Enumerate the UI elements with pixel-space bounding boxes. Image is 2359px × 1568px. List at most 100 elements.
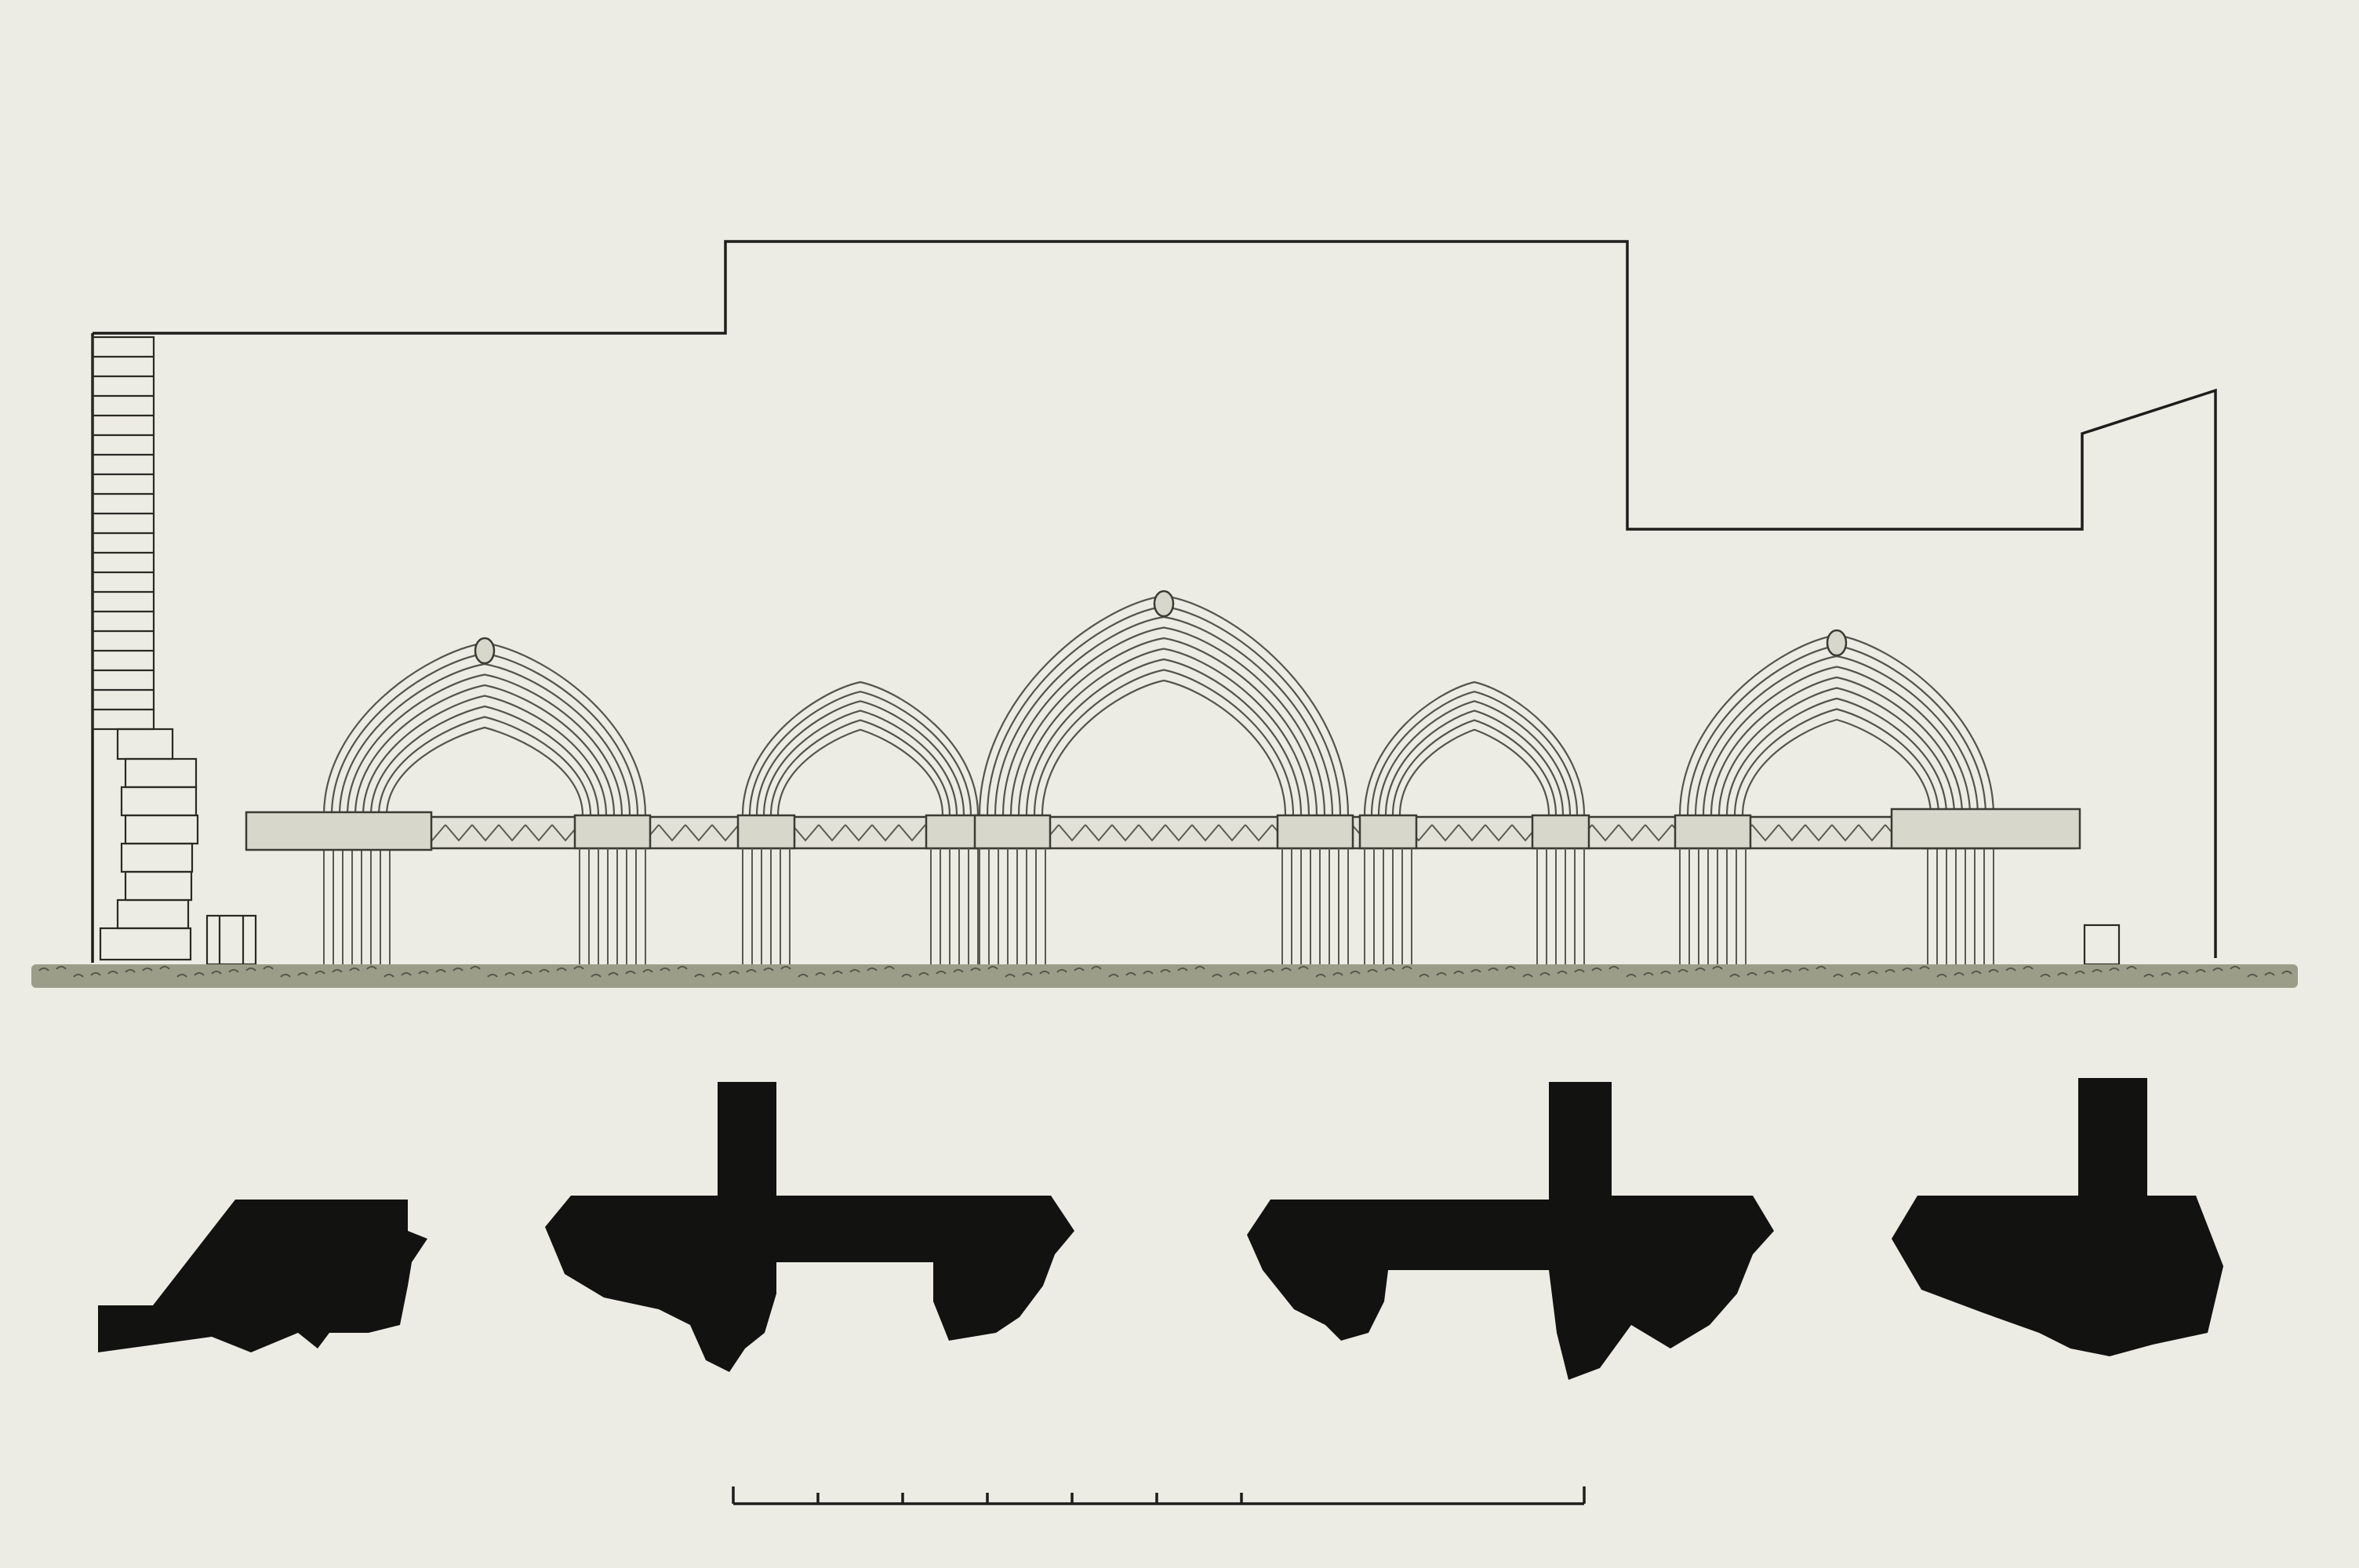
ground-band [31, 964, 2298, 988]
archivolt [1717, 687, 1956, 816]
ground-mark [918, 972, 929, 976]
ground-mark [1833, 974, 1844, 978]
archivolt [748, 691, 972, 816]
capital [1358, 814, 1418, 850]
right-jamb [1531, 814, 1590, 964]
ground-mark [711, 972, 722, 976]
ground-mark [1919, 966, 1930, 970]
ground-mark [280, 974, 291, 978]
arch-2-small [736, 681, 984, 964]
chevron [1591, 824, 1619, 842]
ground-mark [1315, 974, 1326, 978]
ground-mark [1902, 967, 1913, 971]
masonry-block [116, 898, 190, 930]
scale-bar [732, 1486, 1586, 1505]
ground-mark [1177, 967, 1188, 971]
ground-mark [2040, 974, 2051, 978]
archivolt [755, 700, 965, 816]
ground-mark [763, 967, 774, 971]
ground-mark [815, 972, 826, 976]
archivolt [1025, 658, 1303, 816]
ground-mark [2212, 967, 2223, 971]
chevron [871, 824, 900, 842]
ground-mark [1488, 967, 1499, 971]
ground-mark [867, 967, 878, 971]
masonry-block [124, 870, 193, 902]
ground-mark [1729, 974, 1740, 978]
ground-mark [1850, 972, 1861, 976]
ground-mark [142, 967, 153, 971]
capital [925, 814, 984, 850]
ground-mark [625, 971, 636, 975]
frieze-band [246, 815, 2077, 850]
plan-section [98, 1078, 2223, 1380]
archivolt [776, 728, 944, 816]
ground-mark [1712, 966, 1723, 970]
ground-mark [608, 972, 619, 976]
ground-mark [1074, 967, 1085, 971]
ground-mark [1125, 972, 1136, 976]
archivolt [369, 705, 600, 816]
ground-mark [487, 974, 498, 978]
archivolt [1725, 697, 1948, 816]
ground-mark [849, 969, 860, 973]
chevron [1111, 824, 1140, 842]
ground-mark [1522, 974, 1533, 978]
chevron [498, 824, 526, 842]
ground-mark [1332, 972, 1343, 976]
left-end-capital [245, 811, 433, 851]
ground-mark [1971, 971, 1982, 975]
ground-mark [349, 967, 360, 971]
arch-4-small [1358, 681, 1590, 964]
ground-mark [1160, 969, 1171, 973]
ground-mark [1350, 971, 1361, 975]
chevron [845, 824, 873, 842]
chevron [1858, 824, 1886, 842]
ground-mark [1764, 971, 1775, 975]
arch-3-large [973, 590, 1354, 964]
archivolt [322, 641, 647, 816]
ground-mark [1384, 967, 1395, 971]
ground-mark [1022, 972, 1033, 976]
chevron [658, 824, 686, 842]
ground-mark [297, 972, 308, 976]
archivolt [1041, 679, 1287, 816]
ground-mark [2281, 971, 2292, 975]
ground-mark [1143, 971, 1154, 975]
ground-mark [159, 966, 170, 970]
ground-mark [1401, 966, 1412, 970]
right-jamb [573, 814, 652, 964]
ground-mark [383, 974, 394, 978]
ground-mark [832, 971, 843, 975]
left-stair-masonry [91, 336, 199, 961]
ground-mark [780, 966, 791, 970]
ground-mark [1436, 972, 1447, 976]
archivolt [1741, 718, 1932, 816]
ground-mark [729, 971, 740, 975]
ground-mark [176, 974, 187, 978]
archivolt [377, 716, 592, 816]
archivolt [1017, 648, 1310, 816]
ground-mark [38, 967, 49, 971]
ground-mark [798, 974, 809, 978]
archivolt [385, 726, 584, 816]
ground-mark [2005, 967, 2016, 971]
ground-mark [2195, 969, 2206, 973]
archivolt [769, 719, 951, 816]
archivolt [362, 695, 608, 816]
ground-mark [263, 966, 274, 970]
ground-mark [1246, 971, 1257, 975]
ground-mark [504, 972, 515, 976]
archivolt [330, 652, 639, 816]
ground-mark [1988, 969, 1999, 973]
ground-mark [1936, 974, 1947, 978]
ground-mark [884, 966, 895, 970]
chevron [1058, 824, 1086, 842]
ground-mark [1194, 966, 1205, 970]
chevron [791, 824, 820, 842]
ground-mark [2126, 966, 2137, 970]
archivolt [1710, 676, 1964, 816]
capital [973, 814, 1052, 850]
ground-mark [1747, 972, 1757, 976]
